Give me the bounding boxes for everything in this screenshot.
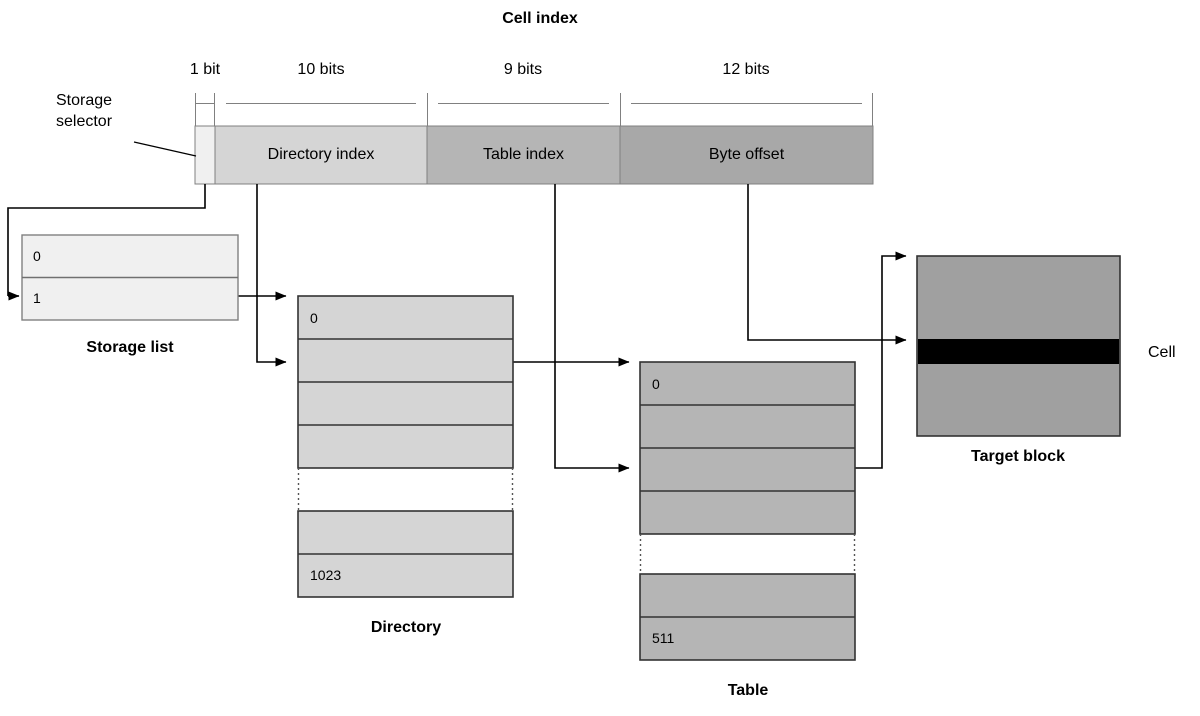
bit-label-1: 1 bit (189, 61, 221, 78)
storage-selector-leader (133, 141, 197, 157)
connector-directory-index-to-directory (256, 184, 287, 367)
byte-offset-field-label: Byte offset (708, 146, 785, 163)
page-title: Cell index (502, 10, 578, 27)
storage-selector-callout: Storage selector (56, 92, 113, 130)
table-caption: Table (727, 682, 769, 699)
bit-label-2: 10 bits (297, 61, 345, 78)
table-row-first: 0 (652, 376, 660, 392)
cell-index-bitfield (194, 125, 874, 185)
connector-table-to-target-block (855, 251, 907, 469)
connector-table-index-to-table (554, 184, 630, 473)
table-row-last: 511 (652, 630, 675, 646)
bit-span-rules (195, 93, 873, 126)
storage-list-caption: Storage list (86, 339, 174, 356)
cell-callout: Cell (1148, 344, 1176, 361)
connector-byte-offset-to-cell (747, 184, 907, 345)
table-index-field-label: Table index (483, 146, 564, 163)
directory-row-first: 0 (310, 310, 318, 326)
target-block-box (916, 255, 1121, 437)
storage-list-row-1: 1 (33, 290, 41, 306)
cell-band (918, 339, 1119, 364)
directory-box (297, 295, 514, 598)
bit-label-3: 9 bits (503, 61, 543, 78)
target-block-caption: Target block (971, 448, 1065, 465)
storage-list-row-0: 0 (33, 248, 41, 264)
connector-selector-to-storage-list (7, 184, 206, 296)
table-box (639, 361, 856, 661)
storage-list-box (21, 234, 239, 321)
directory-row-last: 1023 (310, 567, 342, 583)
directory-index-field-label: Directory index (267, 146, 375, 163)
bit-label-4: 12 bits (722, 61, 770, 78)
directory-caption: Directory (370, 619, 442, 636)
